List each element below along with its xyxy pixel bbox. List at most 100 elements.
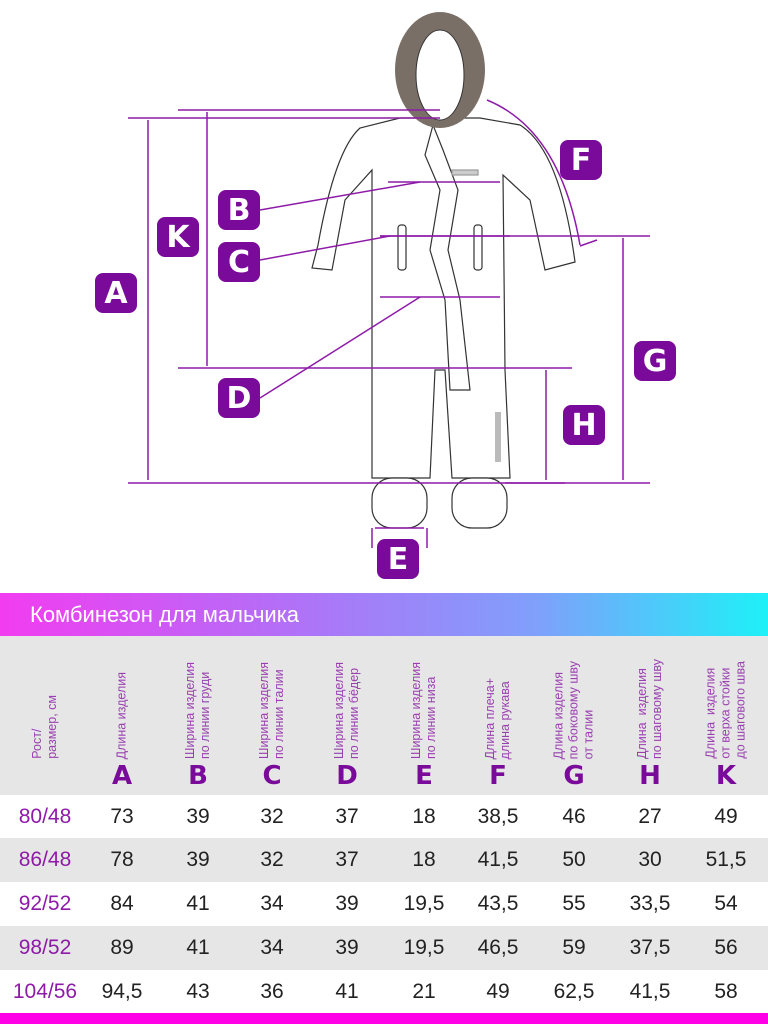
measurement-lines (128, 99, 650, 548)
value-cell: 43 (186, 980, 210, 1003)
value-cell: 78 (110, 848, 134, 871)
fur-hood (395, 12, 485, 128)
label-h: H (563, 405, 605, 445)
column-header: Длина изделия от верха стойки до шаговог… (688, 636, 764, 795)
label-k: K (157, 217, 199, 257)
column-letter: A (111, 761, 133, 791)
table-row: 98/52 89 41 34 39 19,5 46,5 59 37,5 56 (0, 926, 768, 970)
column-header: Рост/ размер, см (7, 636, 83, 795)
column-header-text: Длина изделия по шаговому шву (635, 659, 664, 759)
value-cell: 41 (335, 980, 359, 1003)
value-cell: 32 (260, 848, 284, 871)
value-cell: 43,5 (477, 892, 519, 915)
label-f: F (560, 140, 602, 180)
column-header-text: Длина изделия по боковому шву от талии (551, 660, 596, 759)
column-letter: G (563, 761, 585, 791)
column-header-text: Ширина изделия по линии талии (257, 661, 286, 759)
size-cell: 98/52 (18, 936, 72, 959)
value-cell: 50 (562, 848, 586, 871)
bottom-bar (0, 1013, 768, 1024)
value-cell: 18 (412, 848, 436, 871)
value-cell: 27 (638, 805, 662, 828)
column-header-text: Рост/ размер, см (30, 695, 59, 759)
value-cell: 55 (562, 892, 586, 915)
value-cell: 62,5 (553, 980, 595, 1003)
value-cell: 54 (714, 892, 738, 915)
jumpsuit-diagram (128, 12, 650, 548)
value-cell: 39 (186, 805, 210, 828)
column-letter: D (336, 761, 358, 791)
column-header-text: Ширина изделия по линии груди (183, 661, 212, 759)
label-d: D (218, 378, 260, 418)
value-cell: 39 (335, 936, 359, 959)
size-cell: 80/48 (18, 805, 72, 828)
value-cell: 59 (562, 936, 586, 959)
size-cell: 86/48 (18, 848, 72, 871)
value-cell: 19,5 (403, 936, 445, 959)
table-row: 80/48 73 39 32 37 18 38,5 46 27 49 (0, 795, 768, 839)
value-cell: 39 (335, 892, 359, 915)
value-cell: 89 (110, 936, 134, 959)
label-a: A (95, 273, 137, 313)
value-cell: 21 (412, 980, 436, 1003)
table-row: 86/48 78 39 32 37 18 41,5 50 30 51,5 (0, 838, 768, 882)
jumpsuit-outline (311, 117, 576, 529)
table-row: 92/52 84 41 34 39 19,5 43,5 55 33,5 54 (0, 882, 768, 926)
value-cell: 46 (562, 805, 586, 828)
value-cell: 84 (110, 892, 134, 915)
value-cell: 19,5 (403, 892, 445, 915)
value-cell: 18 (412, 805, 436, 828)
value-cell: 37 (335, 805, 359, 828)
value-cell: 39 (186, 848, 210, 871)
value-cell: 36 (260, 980, 284, 1003)
column-letter: C (262, 761, 282, 791)
value-cell: 41 (186, 936, 210, 959)
column-letter: E (415, 761, 433, 791)
column-header-text: Длина плеча+ длина рукава (483, 677, 512, 759)
value-cell: 33,5 (629, 892, 671, 915)
label-e: E (377, 539, 419, 579)
value-cell: 46,5 (477, 936, 519, 959)
value-cell: 73 (110, 805, 134, 828)
label-g: G (634, 341, 676, 381)
table-title: Комбинезон для мальчика (0, 593, 768, 636)
value-cell: 41,5 (477, 848, 519, 871)
value-cell: 38,5 (477, 805, 519, 828)
column-header-text: Длина изделия от верха стойки до шаговог… (703, 661, 748, 759)
value-cell: 41 (186, 892, 210, 915)
value-cell: 32 (260, 805, 284, 828)
value-cell: 58 (714, 980, 738, 1003)
column-header-text: Ширина изделия по линии низа (409, 661, 438, 759)
column-letter: H (639, 761, 661, 791)
column-letter: F (489, 761, 507, 791)
value-cell: 49 (714, 805, 738, 828)
value-cell: 41,5 (629, 980, 671, 1003)
column-header-text: Ширина изделия по линии бёдер (332, 661, 361, 759)
value-cell: 56 (714, 936, 738, 959)
value-cell: 30 (638, 848, 662, 871)
value-cell: 49 (486, 980, 510, 1003)
value-cell: 34 (260, 936, 284, 959)
size-cell: 104/56 (12, 980, 78, 1003)
column-letter: K (715, 761, 737, 791)
column-header-text: Длина изделия (114, 671, 129, 759)
value-cell: 51,5 (705, 848, 747, 871)
value-cell: 34 (260, 892, 284, 915)
value-cell: 37 (335, 848, 359, 871)
label-c: C (218, 242, 260, 282)
size-cell: 92/52 (18, 892, 72, 915)
table-row: 104/56 94,5 43 36 41 21 49 62,5 41,5 58 (0, 970, 768, 1014)
column-letter: B (188, 761, 208, 791)
label-b: B (218, 190, 260, 230)
value-cell: 37,5 (629, 936, 671, 959)
value-cell: 94,5 (101, 980, 143, 1003)
